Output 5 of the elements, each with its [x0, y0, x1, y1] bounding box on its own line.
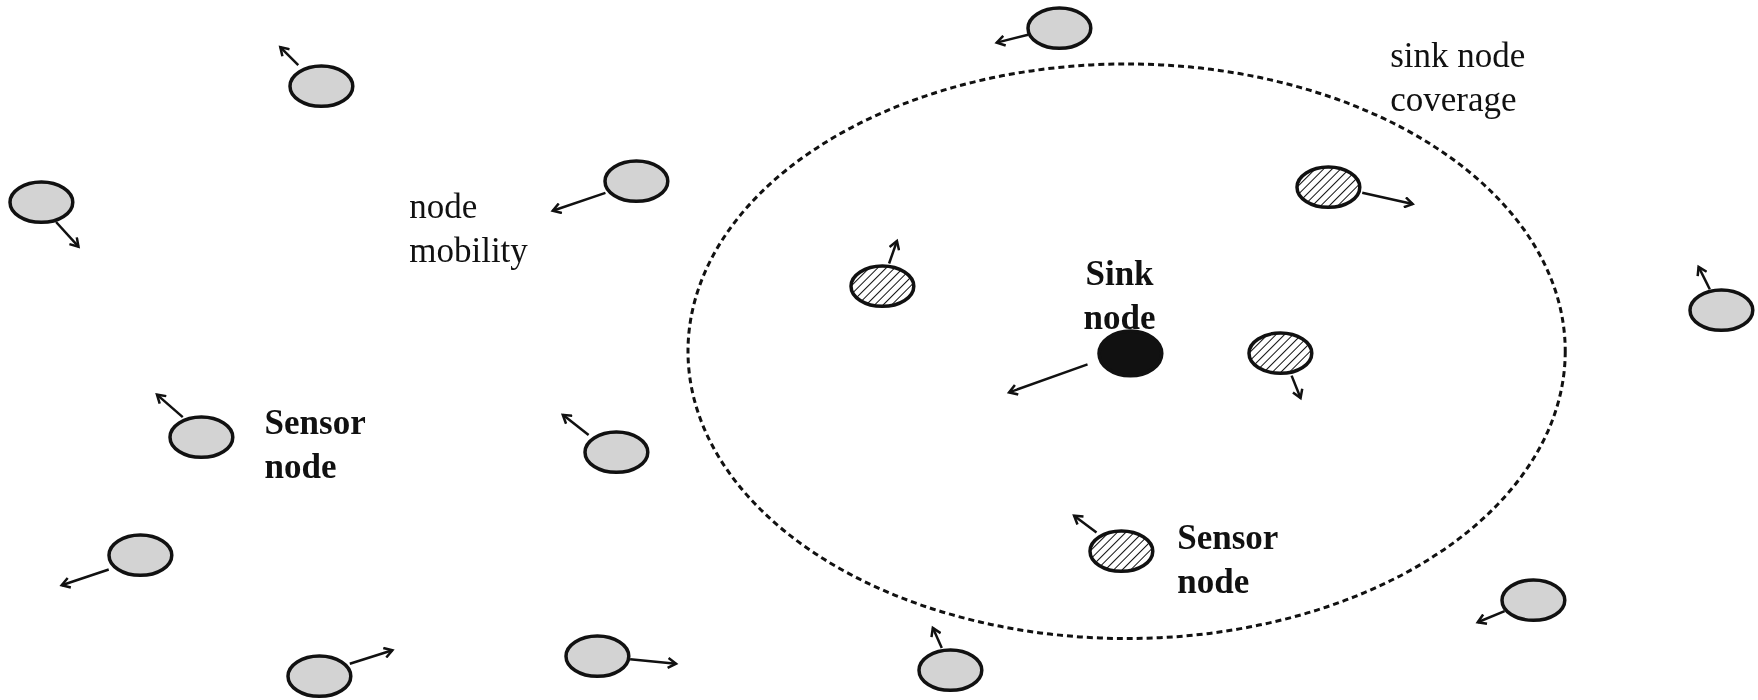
node-label: Sink node: [1082, 253, 1157, 340]
annotation-text: node mobility: [409, 186, 529, 272]
coverage-label: sink node coverage: [1390, 34, 1527, 121]
node-label: Sensor node: [264, 402, 367, 489]
node-label: Sensor node: [1177, 516, 1279, 603]
